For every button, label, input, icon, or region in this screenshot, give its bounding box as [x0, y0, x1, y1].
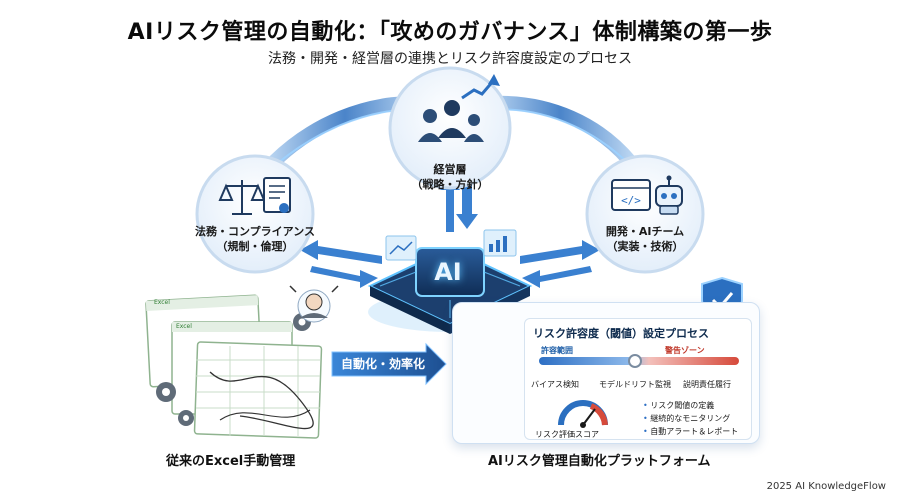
dev-role: （実装・技術）	[606, 240, 684, 253]
excel-caption: 従来のExcel手動管理	[166, 454, 296, 469]
bullet-item: リスク閾値の定義	[643, 399, 738, 412]
svg-text:</>: </>	[621, 194, 641, 207]
legal-role: （規制・倫理）	[216, 240, 294, 253]
footer-credit: 2025 AI KnowledgeFlow	[766, 481, 886, 492]
hub-screen-left	[385, 235, 417, 261]
growth-arrow-icon	[461, 74, 500, 100]
threshold-slider-handle[interactable]	[628, 354, 642, 368]
dev-node: </>	[585, 154, 705, 274]
transition-label: 自動化・効率化	[341, 357, 426, 371]
management-role: （戦略・方針）	[411, 178, 489, 191]
arrow-right-out	[522, 266, 592, 288]
risk-process-card: リスク許容度（閾値）設定プロセス 許容範囲 警告ゾーン バイアス検知 モデルドリ…	[524, 318, 752, 440]
robot-icon	[655, 175, 683, 215]
zone-warning-label: 警告ゾーン	[665, 346, 705, 355]
dev-title: 開発・AIチーム	[605, 225, 685, 238]
legal-node	[195, 154, 315, 274]
risk-process-title: リスク許容度（閾値）設定プロセス	[533, 327, 709, 340]
gauge-label: リスク評価スコア	[535, 430, 599, 439]
flow-arrows	[300, 172, 600, 288]
code-window-icon: </>	[611, 179, 651, 211]
management-title: 経営層	[433, 163, 467, 176]
zone-allowed-label: 許容範囲	[541, 346, 573, 355]
gauge-icon	[558, 400, 608, 428]
excel-sheets	[145, 294, 323, 439]
management-label: 経営層 （戦略・方針）	[390, 162, 510, 192]
transition-arrow	[331, 342, 447, 386]
indicator-drift: モデルドリフト監視	[599, 380, 671, 389]
platform-caption: AIリスク管理自動化プラットフォーム	[488, 454, 711, 469]
bullet-item: 継続的なモニタリング	[643, 412, 738, 425]
page-title: AIリスク管理の自動化：「攻めのガバナンス」体制構築の第一歩	[127, 20, 773, 45]
stressed-person-icon	[289, 285, 339, 323]
bullet-item: 自動アラート＆レポート	[643, 425, 738, 438]
indicator-bias: バイアス検知	[531, 380, 579, 389]
process-bullets: リスク閾値の定義 継続的なモニタリング 自動アラート＆レポート	[643, 399, 738, 438]
gear-icon	[156, 313, 311, 426]
arrow-left-out	[310, 266, 378, 288]
scales-icon	[218, 180, 266, 215]
ai-hub-label: AI	[434, 258, 462, 286]
hub-screen-right	[483, 229, 517, 257]
management-node	[388, 66, 512, 190]
indicator-accountability: 説明責任履行	[683, 380, 731, 389]
arrow-right-in	[520, 240, 600, 264]
legal-title: 法務・コンプライアンス	[195, 225, 316, 238]
executives-icon	[418, 100, 484, 142]
dev-label: 開発・AIチーム （実装・技術）	[585, 224, 705, 254]
arrow-down	[456, 172, 478, 229]
page-subtitle: 法務・開発・経営層の連携とリスク許容度設定のプロセス	[268, 51, 632, 67]
excel-sheet-tag: Excel	[176, 323, 192, 330]
document-certificate-icon	[263, 177, 291, 213]
arrow-left-in	[300, 240, 382, 264]
excel-sheet-tag: Excel	[154, 299, 170, 306]
legal-label: 法務・コンプライアンス （規制・倫理）	[195, 224, 315, 254]
